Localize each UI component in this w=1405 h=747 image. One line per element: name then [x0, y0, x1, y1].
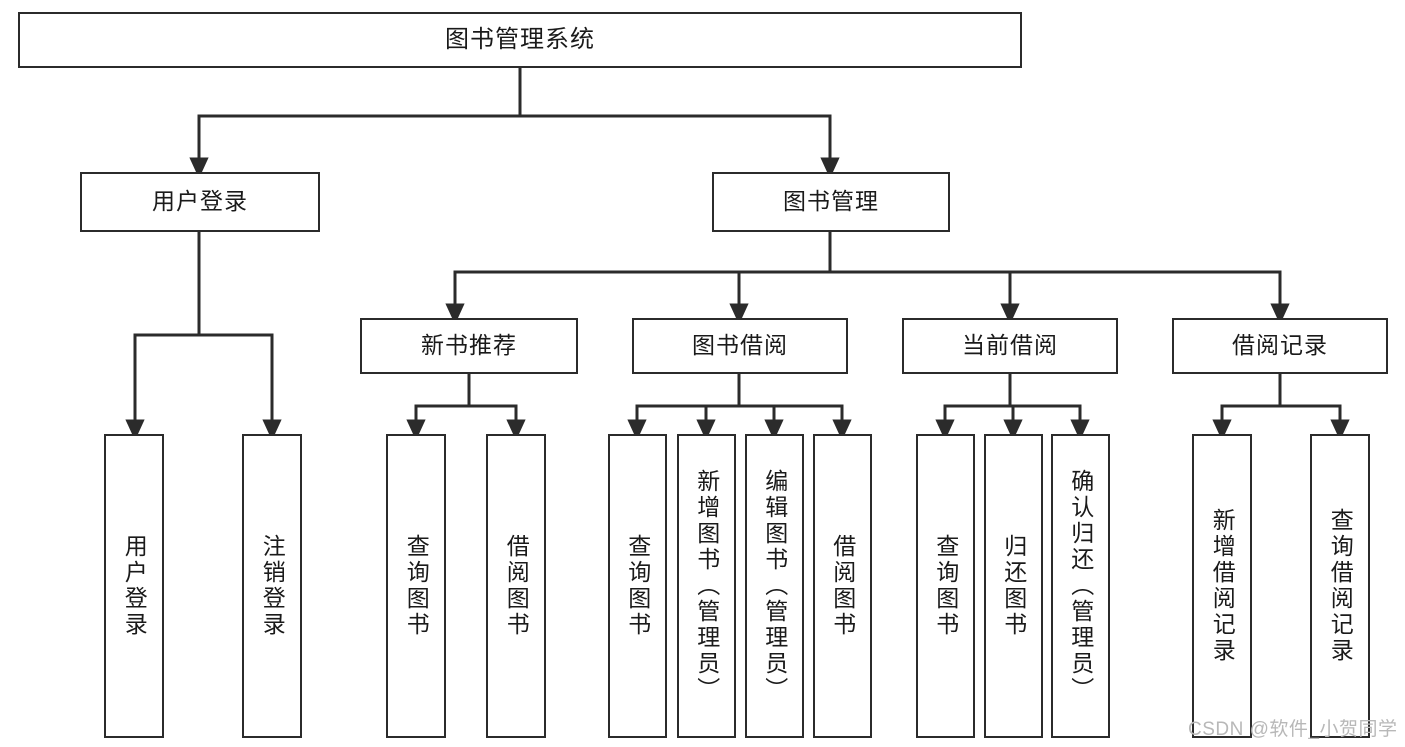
leaf-add-book-admin-label: 新增图书（管理员）: [693, 469, 720, 703]
node-borrow-record[interactable]: 借阅记录: [1172, 318, 1388, 374]
leaf-confirm-return-admin[interactable]: 确认归还（管理员）: [1051, 434, 1110, 738]
leaf-borrow-book-rec[interactable]: 借阅图书: [486, 434, 546, 738]
csdn-watermark: CSDN @软件_小贺同学: [1188, 719, 1398, 740]
leaf-query-book-current-label: 查询图书: [932, 534, 959, 638]
node-root[interactable]: 图书管理系统: [18, 12, 1022, 68]
leaf-query-book-borrow-label: 查询图书: [624, 534, 651, 638]
leaf-query-book-borrow[interactable]: 查询图书: [608, 434, 667, 738]
node-current-borrow-label: 当前借阅: [962, 332, 1058, 359]
leaf-confirm-return-admin-label: 确认归还（管理员）: [1067, 469, 1094, 703]
leaf-user-logout-label: 注销登录: [259, 534, 286, 638]
leaf-borrow-book-borrow-label: 借阅图书: [829, 534, 856, 638]
leaf-add-borrow-record-label: 新增借阅记录: [1209, 508, 1236, 664]
leaf-user-logout[interactable]: 注销登录: [242, 434, 302, 738]
node-book-borrow-label: 图书借阅: [692, 332, 788, 359]
node-book-borrow[interactable]: 图书借阅: [632, 318, 848, 374]
leaf-query-borrow-record[interactable]: 查询借阅记录: [1310, 434, 1370, 738]
leaf-edit-book-admin-label: 编辑图书（管理员）: [761, 469, 788, 703]
node-current-borrow[interactable]: 当前借阅: [902, 318, 1118, 374]
node-new-book-rec[interactable]: 新书推荐: [360, 318, 578, 374]
leaf-return-book[interactable]: 归还图书: [984, 434, 1043, 738]
leaf-user-login-label: 用户登录: [121, 534, 148, 638]
leaf-borrow-book-borrow[interactable]: 借阅图书: [813, 434, 872, 738]
leaf-borrow-book-rec-label: 借阅图书: [503, 534, 530, 638]
leaf-add-borrow-record[interactable]: 新增借阅记录: [1192, 434, 1252, 738]
leaf-query-borrow-record-label: 查询借阅记录: [1327, 508, 1354, 664]
leaf-add-book-admin[interactable]: 新增图书（管理员）: [677, 434, 736, 738]
leaf-return-book-label: 归还图书: [1000, 534, 1027, 638]
node-user-login-label: 用户登录: [152, 188, 248, 215]
leaf-query-book-current[interactable]: 查询图书: [916, 434, 975, 738]
node-borrow-record-label: 借阅记录: [1232, 332, 1328, 359]
node-new-book-rec-label: 新书推荐: [421, 332, 517, 359]
node-book-manage[interactable]: 图书管理: [712, 172, 950, 232]
leaf-query-book-rec-label: 查询图书: [403, 534, 430, 638]
node-root-label: 图书管理系统: [445, 25, 595, 53]
node-book-manage-label: 图书管理: [783, 188, 879, 215]
node-user-login[interactable]: 用户登录: [80, 172, 320, 232]
leaf-edit-book-admin[interactable]: 编辑图书（管理员）: [745, 434, 804, 738]
leaf-query-book-rec[interactable]: 查询图书: [386, 434, 446, 738]
leaf-user-login[interactable]: 用户登录: [104, 434, 164, 738]
